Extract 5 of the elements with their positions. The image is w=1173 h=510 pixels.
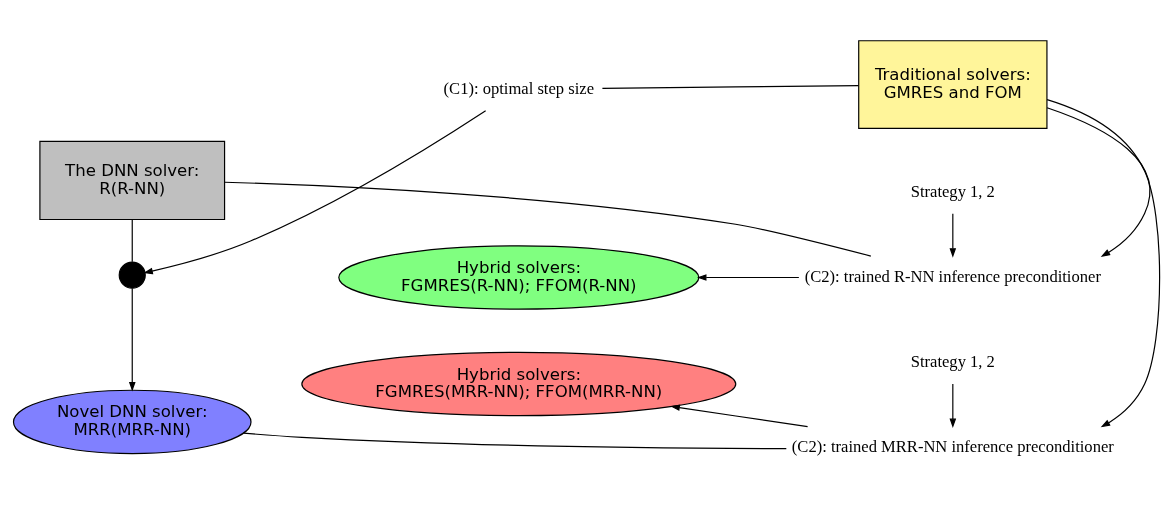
node-text: (C2): trained MRR-NN inference preconditioner bbox=[791, 437, 1114, 457]
node-text: (C1): optimal step size bbox=[443, 78, 595, 98]
node-text: Strategy 1, 2 bbox=[910, 181, 995, 201]
node-text: (C2): trained R-NN inference preconditioner bbox=[804, 266, 1101, 286]
node-text: Strategy 1, 2 bbox=[910, 352, 995, 372]
